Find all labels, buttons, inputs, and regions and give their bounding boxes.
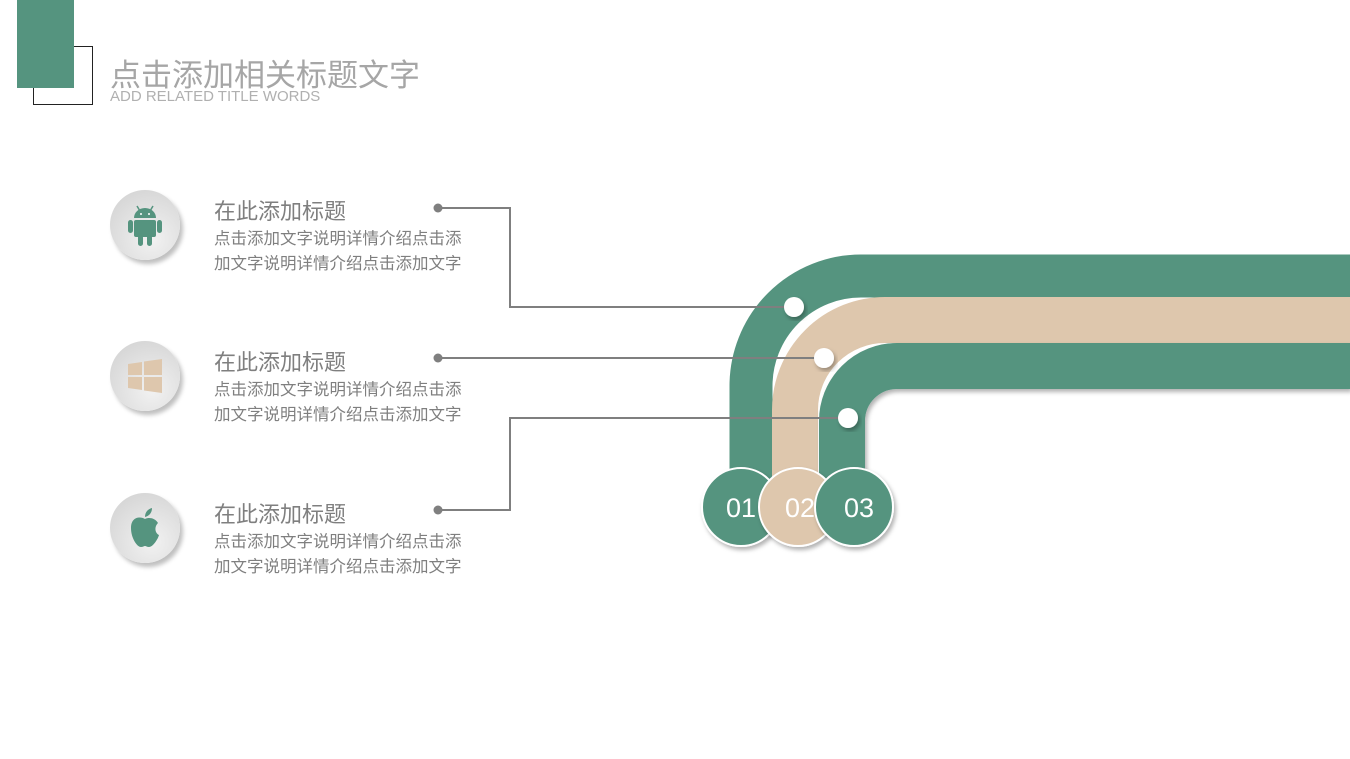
item-title: 在此添加标题	[214, 350, 347, 375]
item-description: 点击添加文字说明详情介绍点击添加文字说明详情介绍点击添加文字	[214, 533, 462, 576]
band-outer-green	[729, 254, 1350, 500]
number-badge-1: 01	[701, 467, 781, 547]
page-subtitle: ADD RELATED TITLE WORDS	[110, 88, 321, 105]
number-label: 03	[844, 493, 874, 523]
apple-icon	[131, 508, 159, 547]
marker-3	[838, 408, 858, 428]
number-badge-3: 03	[814, 467, 894, 547]
connector-line-1	[438, 207, 794, 308]
item-description: 点击添加文字说明详情介绍点击添加文字说明详情介绍点击添加文字	[214, 381, 462, 424]
marker-2	[814, 348, 834, 368]
icon-badge	[110, 341, 180, 411]
band-beige	[772, 297, 1350, 500]
item-description: 点击添加文字说明详情介绍点击添加文字说明详情介绍点击添加文字	[214, 230, 462, 273]
connector-dot-2	[433, 353, 443, 363]
band-inner-green	[819, 343, 1350, 500]
android-icon	[128, 205, 162, 246]
icon-badge	[110, 190, 180, 260]
windows-icon	[128, 359, 162, 393]
item-title: 在此添加标题	[214, 199, 347, 224]
decor-square-fill	[17, 0, 74, 88]
page-title: 点击添加相关标题文字	[110, 58, 420, 93]
icon-badge	[110, 493, 180, 563]
item-title: 在此添加标题	[214, 502, 347, 527]
number-label: 01	[726, 493, 756, 523]
number-badge-2: 02	[758, 467, 838, 547]
marker-1	[784, 297, 804, 317]
connector-line-3	[438, 417, 848, 511]
connector-dot-3	[433, 505, 443, 515]
connector-dot-1	[433, 203, 443, 213]
number-label: 02	[785, 493, 815, 523]
